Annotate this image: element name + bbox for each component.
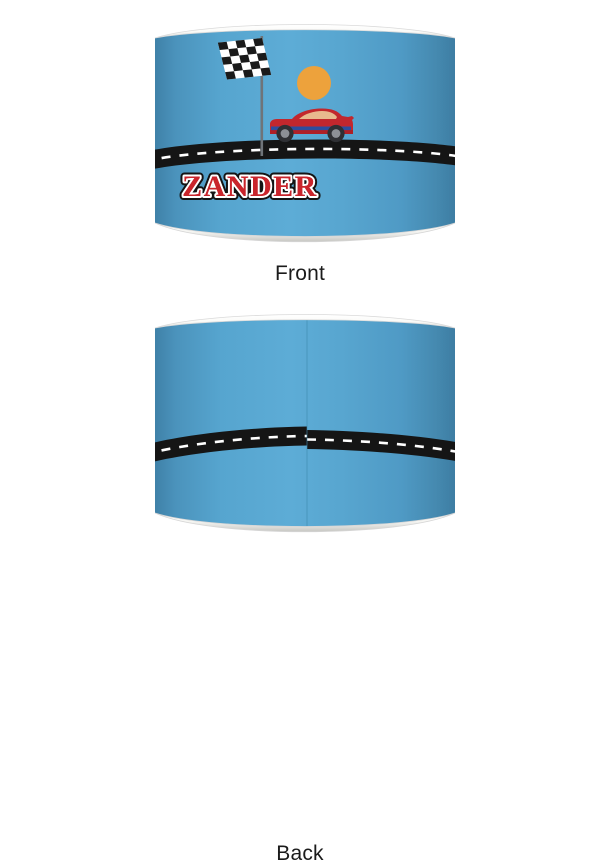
sun-icon — [297, 66, 331, 100]
personalized-name: ZANDER ZANDER ZANDER — [178, 166, 320, 207]
view-caption-back: Back — [276, 842, 324, 865]
road-band — [155, 139, 455, 171]
car-wheel-rear — [276, 124, 294, 143]
product-view-front: ZANDER ZANDER ZANDER Front — [0, 0, 600, 300]
road-band-right — [306, 430, 455, 463]
lamp-shade-back — [150, 298, 460, 543]
shade-bottom-rim — [154, 222, 456, 243]
shade-top-rim — [154, 24, 456, 39]
product-view-back: Back — [0, 290, 600, 865]
personalized-name-fill: ZANDER — [182, 170, 318, 203]
personalized-name-inner: ZANDER — [182, 170, 318, 203]
race-car-icon — [270, 108, 354, 143]
car-wheel-front — [327, 124, 345, 143]
shade-body — [155, 316, 455, 527]
checkered-flag-icon — [217, 36, 272, 156]
shade-bottom-rim — [154, 512, 456, 533]
road-center-dashes-left — [155, 434, 308, 456]
view-caption-front: Front — [274, 262, 325, 285]
personalized-name-outer: ZANDER — [182, 170, 318, 203]
lamp-shade-front: ZANDER ZANDER ZANDER — [150, 8, 460, 253]
wrap-seam — [306, 316, 308, 527]
shade-top-rim — [154, 314, 456, 329]
road-center-dashes — [155, 147, 455, 163]
road-band-left — [155, 426, 308, 464]
